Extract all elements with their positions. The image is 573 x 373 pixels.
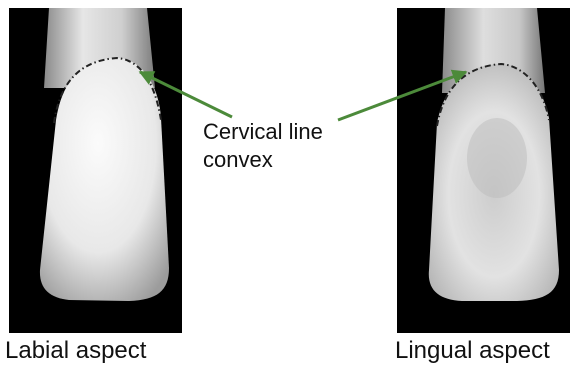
lingual-aspect-caption: Lingual aspect <box>395 337 550 365</box>
arrow-right <box>338 72 466 120</box>
labial-aspect-caption: Labial aspect <box>5 337 146 365</box>
cervical-line-callout: Cervical line convex <box>203 118 323 174</box>
arrow-left <box>140 72 232 117</box>
callout-line-2: convex <box>203 146 323 174</box>
callout-line-1: Cervical line <box>203 118 323 146</box>
